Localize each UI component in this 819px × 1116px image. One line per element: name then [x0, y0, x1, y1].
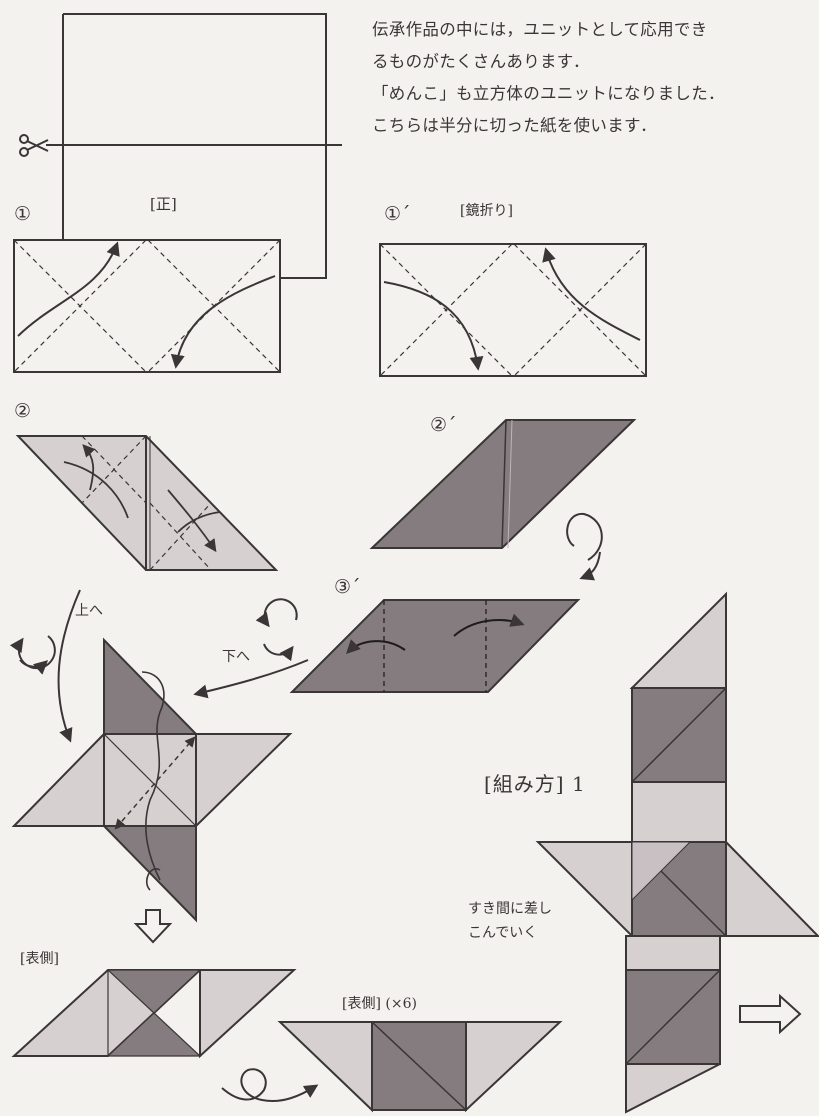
flip-arrow-icon: [221, 1068, 319, 1102]
outer-side-x6-unit-shape: [277, 1021, 563, 1113]
step-3-prime-number: ③´: [334, 576, 361, 598]
down-arrow: [193, 659, 309, 699]
intro-paragraph: 伝承作品の中には，ユニットとして応用でき るものがたくさんあります． 「めんこ」…: [372, 14, 812, 142]
step-2-number: ②: [14, 400, 32, 422]
outer-side-x6-label: [表側] (×6): [342, 996, 417, 1012]
hollow-arrow-right-icon: [739, 993, 802, 1035]
assembly-number: 1: [571, 772, 586, 796]
rotate-icon: [9, 635, 56, 675]
intro-line: 「めんこ」も立方体のユニットになりました．: [372, 84, 725, 103]
up-label: 上へ: [75, 603, 103, 619]
rotate-icon: [255, 598, 298, 662]
assembly-label: [組み方] 1: [484, 768, 586, 797]
step-1-prime-number: ①´: [384, 203, 411, 225]
step-1-sheet: [13, 239, 281, 373]
step-3-prime-shape: [289, 599, 581, 693]
insert-instruction-line2: こんでいく: [468, 925, 538, 941]
hollow-arrow-down-icon: [133, 909, 173, 944]
step-1-number: ①: [14, 203, 32, 225]
pinwheel-fold-shape: [11, 637, 293, 923]
outer-side-unit-shape: [11, 969, 297, 1059]
mirror-fold-label: [鏡折り]: [460, 203, 513, 219]
down-label: 下へ: [222, 649, 250, 665]
step-2-prime-number: ②´: [430, 414, 457, 436]
up-arrow: [57, 589, 81, 743]
insert-instruction-line1: すき間に差し: [468, 901, 552, 917]
front-label: [正]: [150, 195, 177, 213]
scissors-icon: [19, 134, 49, 157]
flip-arrow-icon: [566, 512, 603, 578]
step-2-shape: [15, 435, 279, 571]
intro-line: こちらは半分に切った紙を使います．: [372, 116, 657, 135]
assembly-title: [組み方]: [484, 772, 565, 796]
intro-line: るものがたくさんあります．: [372, 52, 590, 71]
step-1-prime-sheet: [379, 243, 647, 377]
step-2-prime-shape: [369, 419, 637, 549]
intro-line: 伝承作品の中には，ユニットとして応用でき: [372, 20, 708, 39]
assembly-chain-shape: [535, 591, 819, 1114]
full-sheet-diagram: [19, 13, 342, 279]
outer-side-label: [表側]: [20, 951, 59, 967]
